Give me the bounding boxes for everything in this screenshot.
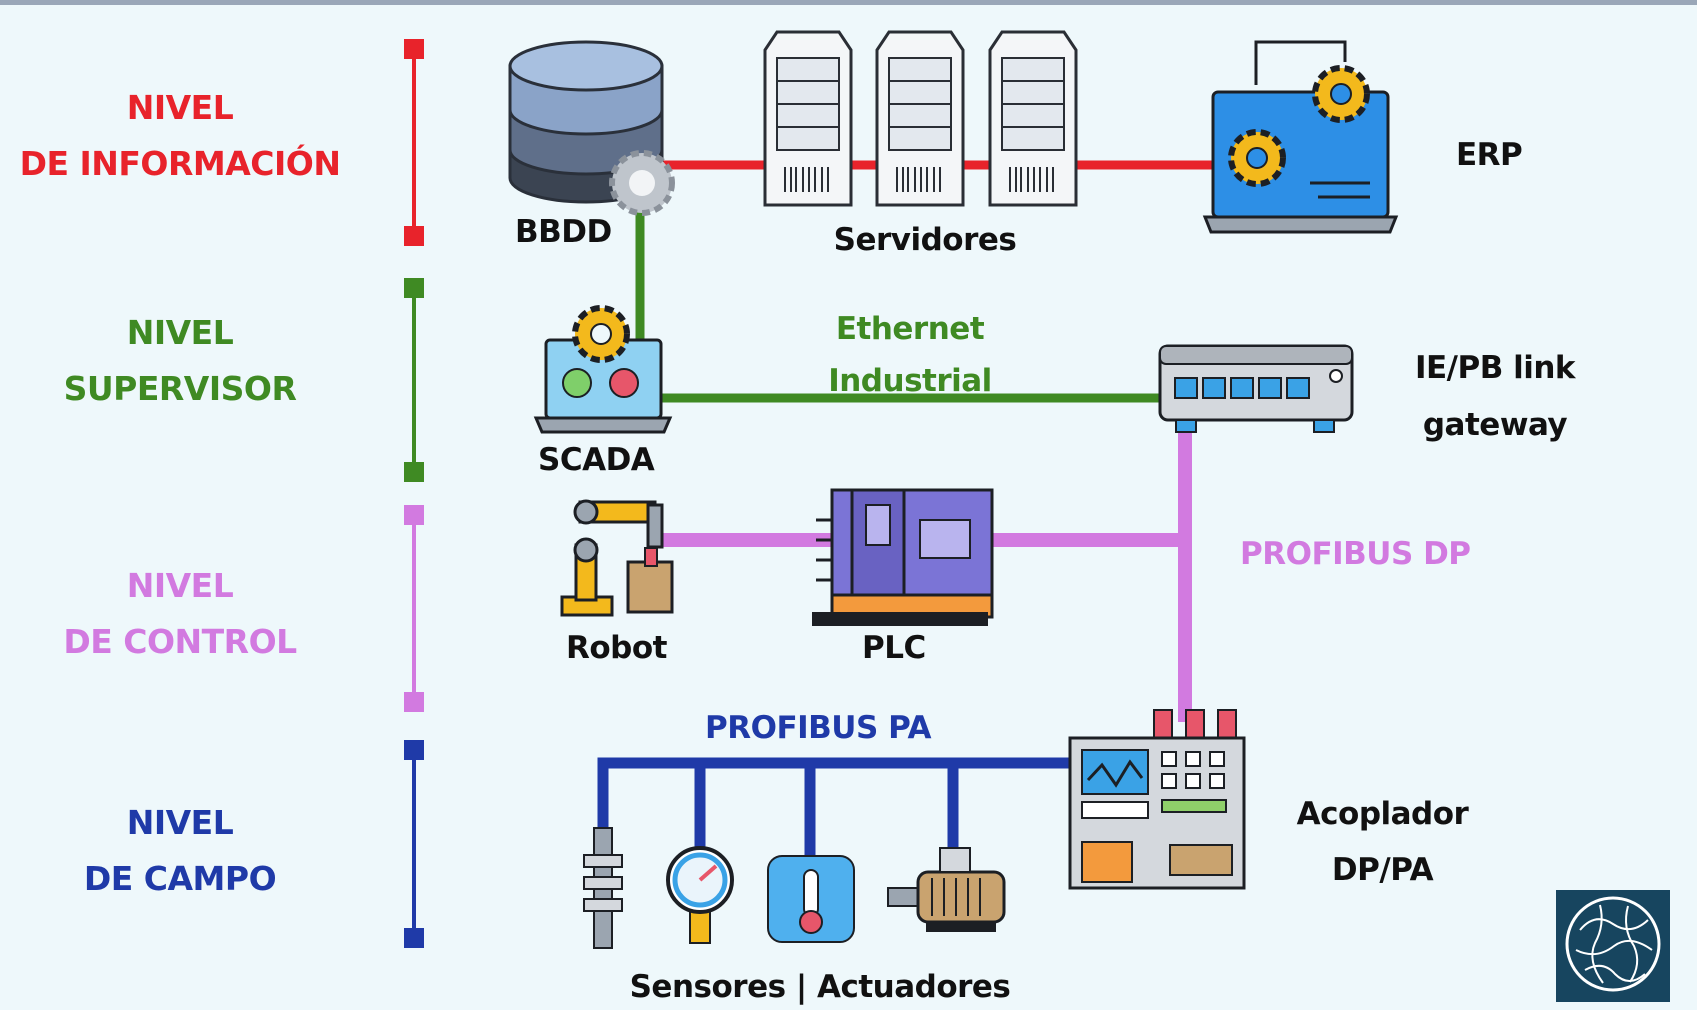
level-label-line2: DE INFORMACIÓN	[19, 144, 341, 183]
level-label-line1: NIVEL	[126, 313, 234, 352]
label-robot: Robot	[566, 630, 667, 666]
label-ethernet: Ethernet Industrial	[790, 303, 1030, 407]
label-ethernet-line2: Industrial	[828, 363, 992, 399]
label-bbdd: BBDD	[515, 214, 612, 250]
level-title-field: NIVEL DE CAMPO	[0, 795, 360, 907]
level-label-line1: NIVEL	[126, 566, 234, 605]
label-servers: Servidores	[833, 222, 1017, 258]
label-gateway-line2: gateway	[1422, 407, 1568, 443]
level-title-information: NIVEL DE INFORMACIÓN	[0, 80, 360, 192]
level-bar-field	[404, 740, 424, 948]
level-label-line2: DE CONTROL	[63, 622, 297, 661]
label-profibus-pa: PROFIBUS PA	[705, 710, 931, 746]
label-gateway: IE/PB link gateway	[1380, 340, 1610, 454]
sensor-icon	[583, 827, 623, 949]
database-icon	[508, 40, 675, 216]
label-profibus-dp: PROFIBUS DP	[1240, 536, 1471, 572]
label-coupler-line2: DP/PA	[1331, 852, 1434, 888]
level-title-control: NIVEL DE CONTROL	[0, 558, 360, 670]
level-bar-control	[404, 505, 424, 712]
level-label-line2: SUPERVISOR	[63, 369, 297, 408]
thermometer-icon	[767, 855, 855, 943]
logo-icon	[1556, 890, 1670, 1002]
label-field-devices: Sensores | Actuadores	[629, 969, 1011, 1005]
label-coupler-line1: Acoplador	[1296, 796, 1469, 832]
label-gateway-line1: IE/PB link	[1414, 350, 1576, 386]
coupler-icon	[1068, 709, 1246, 890]
label-ethernet-line1: Ethernet	[835, 311, 985, 347]
level-label-line1: NIVEL	[126, 803, 234, 842]
level-title-supervisor: NIVEL SUPERVISOR	[0, 305, 360, 417]
top-border	[0, 0, 1697, 5]
level-bar-supervisor	[404, 278, 424, 482]
level-bar-information	[404, 39, 424, 246]
gateway-icon	[1158, 344, 1354, 433]
level-label-line2: DE CAMPO	[83, 859, 277, 898]
scada-laptop-icon	[533, 305, 673, 434]
profibus-pa-bus	[597, 757, 1070, 830]
motor-actuator-icon	[887, 847, 1006, 932]
label-plc: PLC	[862, 630, 926, 666]
label-scada: SCADA	[538, 442, 655, 478]
robot-arm-icon	[560, 499, 674, 617]
label-coupler: Acoplador DP/PA	[1270, 786, 1495, 898]
server-icon	[763, 30, 1078, 207]
label-erp: ERP	[1456, 137, 1523, 173]
pressure-gauge-icon	[666, 846, 734, 944]
plc-icon	[812, 488, 994, 626]
level-label-line1: NIVEL	[126, 88, 234, 127]
erp-laptop-icon	[1202, 40, 1399, 234]
